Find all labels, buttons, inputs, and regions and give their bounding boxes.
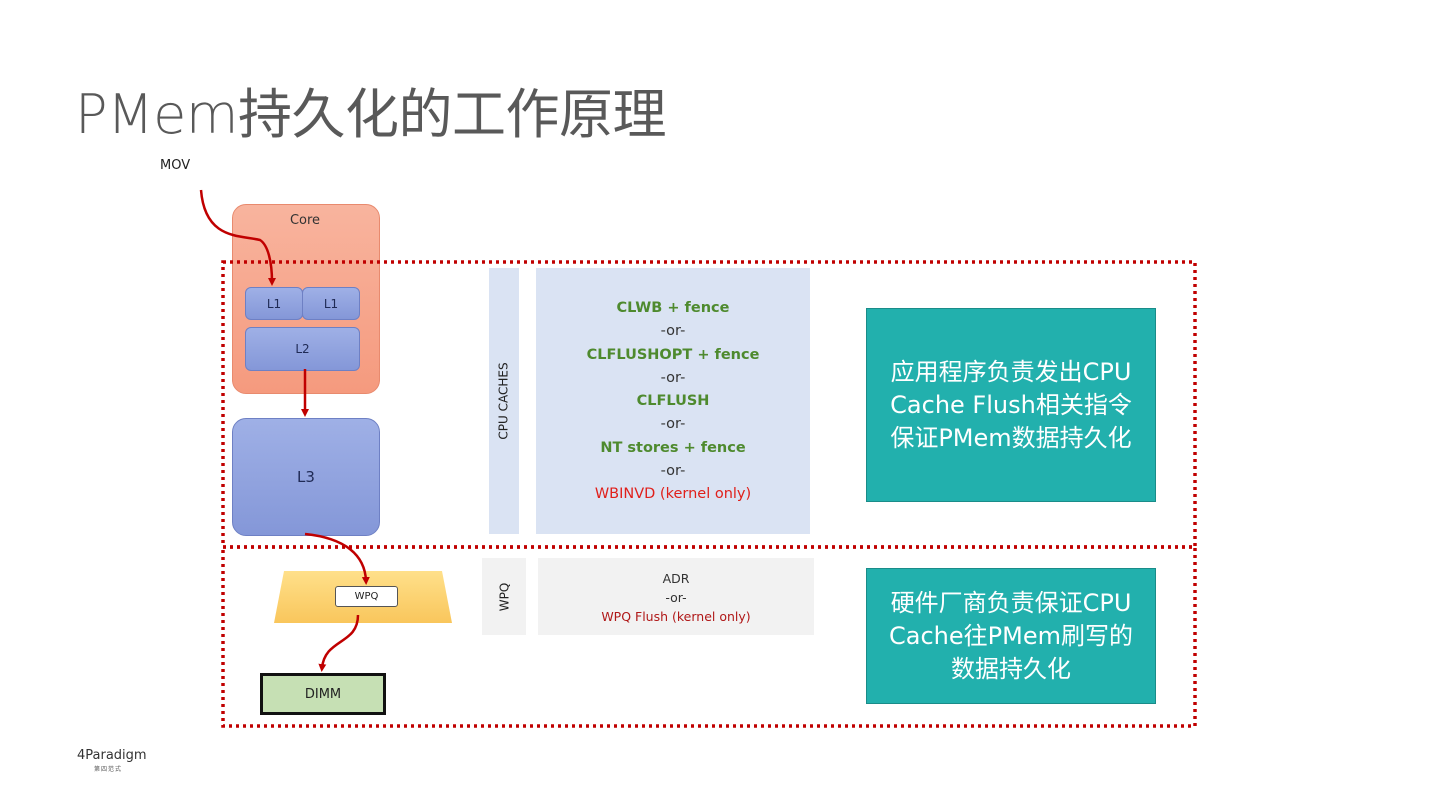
cpu-instruction-panel bbox=[536, 268, 810, 534]
l1-cache-right: L1 bbox=[302, 287, 360, 320]
l3-cache: L3 bbox=[232, 418, 380, 536]
instruction-wpq-flush: WPQ Flush (kernel only) bbox=[601, 609, 751, 624]
page-title: PMem持久化的工作原理 bbox=[75, 83, 666, 146]
cpu-instruction-list: CLWB + fence -or- CLFLUSHOPT + fence -or… bbox=[536, 297, 810, 507]
wpq-box: WPQ bbox=[335, 586, 398, 607]
wpq-strip bbox=[482, 558, 526, 635]
or-separator: -or- bbox=[660, 323, 686, 340]
mov-label: MOV bbox=[160, 158, 191, 173]
company-logo-subtitle: 第四范式 bbox=[94, 766, 123, 773]
note-line: Cache往PMem刷写的 bbox=[889, 621, 1133, 650]
note-line: 数据持久化 bbox=[951, 654, 1071, 683]
wpq-instruction-panel bbox=[538, 558, 814, 635]
instruction-clflushopt: CLFLUSHOPT + fence bbox=[586, 346, 760, 363]
dimm-module: DIMM bbox=[260, 673, 386, 715]
instruction-clwb: CLWB + fence bbox=[616, 300, 730, 316]
or-separator: -or- bbox=[660, 416, 686, 433]
note-line: 保证PMem数据持久化 bbox=[890, 423, 1132, 452]
arrow-wpq-to-dimm bbox=[318, 614, 360, 672]
note-line: 硬件厂商负责保证CPU bbox=[890, 588, 1132, 617]
note-line: Cache Flush相关指令 bbox=[890, 390, 1132, 419]
instruction-clflush: CLFLUSH bbox=[636, 393, 710, 410]
arrow-l3-to-wpq bbox=[304, 532, 370, 585]
note-line: 应用程序负责发出CPU bbox=[890, 357, 1132, 386]
adr-domain-boundary bbox=[221, 545, 1197, 728]
company-logo: 4Paradigm bbox=[77, 748, 147, 763]
application-responsibility-note: 应用程序负责发出CPU Cache Flush相关指令 保证PMem数据持久化 bbox=[866, 308, 1156, 502]
instruction-nt-stores: NT stores + fence bbox=[600, 439, 746, 456]
or-separator: -or- bbox=[660, 463, 686, 480]
or-separator: -or- bbox=[660, 369, 686, 386]
wpq-instruction-list: ADR -or- WPQ Flush (kernel only) bbox=[538, 569, 814, 626]
arrow-mov-to-l1 bbox=[199, 189, 276, 286]
or-separator: -or- bbox=[665, 590, 687, 605]
l1-cache-left: L1 bbox=[245, 287, 303, 320]
instruction-wbinvd: WBINVD (kernel only) bbox=[594, 486, 752, 503]
instruction-adr: ADR bbox=[662, 571, 690, 586]
l2-cache: L2 bbox=[245, 327, 360, 371]
core-label: Core bbox=[289, 213, 321, 228]
cpu-caches-strip bbox=[489, 268, 519, 534]
hardware-responsibility-note: 硬件厂商负责保证CPU Cache往PMem刷写的 数据持久化 bbox=[866, 568, 1156, 704]
cpu-caches-boundary bbox=[221, 260, 1197, 549]
